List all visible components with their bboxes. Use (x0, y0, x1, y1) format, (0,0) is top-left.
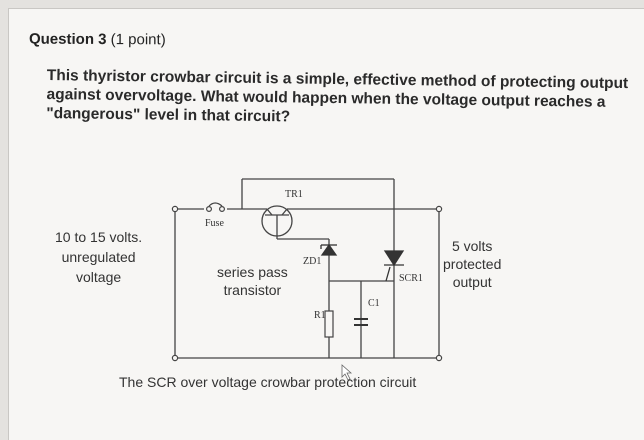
scr1-label: SCR1 (399, 273, 423, 284)
resistor-symbol (324, 310, 334, 338)
scr-symbol (383, 250, 405, 282)
zd1-label: ZD1 (303, 256, 322, 267)
output-terminal-top (435, 205, 443, 213)
fuse-symbol (206, 202, 226, 212)
input-voltage-label: 10 to 15 volts. unregulated voltage (55, 227, 142, 287)
output-label-line: protected (443, 256, 502, 272)
mouse-pointer-icon (341, 364, 353, 381)
transistor-label: series pass transistor (217, 263, 288, 299)
question-header: Question 3 (1 point) (29, 31, 166, 49)
output-label-line: 5 volts (451, 238, 493, 254)
transistor-label-line: series pass (217, 264, 288, 280)
fuse-label: Fuse (205, 218, 224, 229)
question-number: Question 3 (28, 30, 107, 49)
transistor-symbol (261, 205, 293, 237)
input-label-line: voltage (76, 269, 122, 285)
output-terminal-bottom (435, 354, 443, 362)
question-card: Question 3 (1 point) This thyristor crow… (8, 8, 644, 440)
capacitor-symbol (354, 318, 368, 326)
circuit-diagram (171, 178, 443, 381)
circuit-figure: TR1 Fuse ZD1 SCR1 R1 C1 (59, 169, 499, 409)
zener-diode-symbol (320, 243, 338, 256)
input-label-line: 10 to 15 volts. (55, 229, 143, 245)
output-label-line: output (452, 274, 492, 290)
r1-label: R1 (314, 310, 326, 321)
circuit-caption: The SCR over voltage crowbar protection … (119, 374, 417, 390)
input-label-line: unregulated (61, 249, 136, 265)
question-text: This thyristor crowbar circuit is a simp… (46, 66, 644, 131)
input-terminal-top (171, 205, 179, 213)
output-voltage-label: 5 volts protected output (443, 237, 501, 291)
transistor-label-line: transistor (223, 282, 282, 298)
question-points: (1 point) (110, 31, 166, 49)
tr1-label: TR1 (285, 189, 303, 200)
input-terminal-bottom (171, 354, 179, 362)
c1-label: C1 (368, 298, 380, 309)
